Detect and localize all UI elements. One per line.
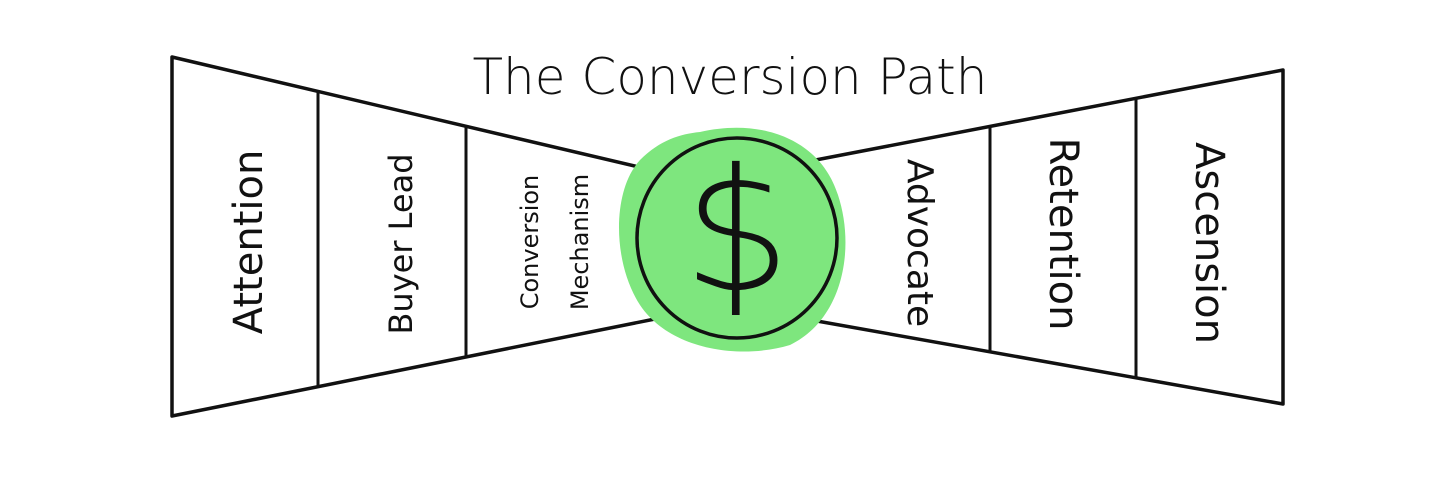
stage-label-advocate: Advocate bbox=[899, 159, 940, 327]
stage-label-mechanism: Mechanism bbox=[566, 174, 594, 310]
stage-label-buyer-lead: Buyer Lead bbox=[382, 153, 420, 334]
diagram-title: The Conversion Path bbox=[473, 48, 988, 106]
stage-label-conversion: Conversion bbox=[516, 175, 544, 310]
stage-label-retention: Retention bbox=[1040, 138, 1086, 331]
dollar-coin-icon bbox=[635, 136, 839, 340]
stage-label-ascension: Ascension bbox=[1186, 142, 1232, 344]
dollar-symbol: $ bbox=[683, 133, 791, 331]
stage-label-attention: Attention bbox=[226, 150, 272, 335]
